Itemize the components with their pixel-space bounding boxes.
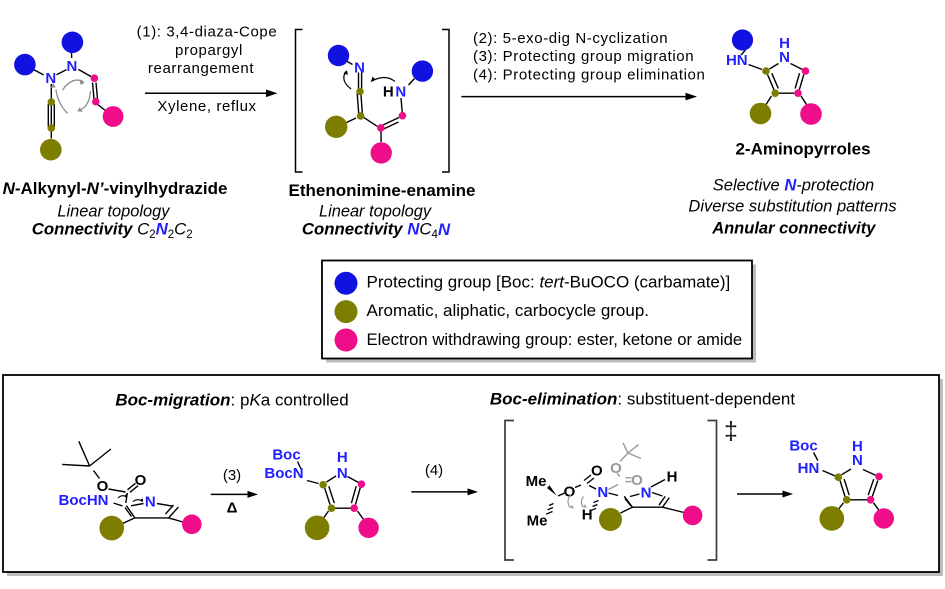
svg-text:Me: Me — [527, 513, 548, 530]
svg-text:propargyl: propargyl — [175, 42, 243, 59]
svg-text:Me: Me — [526, 473, 547, 490]
svg-text:Aromatic, aliphatic, carbocycl: Aromatic, aliphatic, carbocycle group. — [367, 301, 650, 320]
svg-text:O: O — [610, 460, 622, 477]
svg-text:N: N — [337, 465, 348, 482]
svg-text:BocN: BocN — [264, 465, 303, 482]
svg-text:(1): 3,4-diaza-Cope: (1): 3,4-diaza-Cope — [137, 24, 278, 41]
svg-text:O: O — [564, 484, 576, 501]
svg-text:H: H — [667, 469, 678, 486]
svg-text:Boc: Boc — [272, 447, 300, 464]
svg-text:Protecting group [Boc: tert-Bu: Protecting group [Boc: tert-BuOCO (carba… — [367, 273, 731, 292]
svg-text:HN: HN — [798, 460, 820, 477]
svg-text:N: N — [66, 58, 77, 75]
svg-text:N: N — [145, 494, 156, 511]
svg-text:O: O — [135, 472, 147, 489]
svg-text:HN: HN — [726, 52, 748, 69]
svg-text:Ethenonimine-enamine: Ethenonimine-enamine — [288, 181, 475, 200]
svg-text:H: H — [582, 507, 593, 524]
svg-text:O: O — [631, 472, 643, 489]
svg-text:Δ: Δ — [227, 500, 238, 517]
svg-text:H: H — [337, 449, 348, 466]
svg-text:rearrangement: rearrangement — [148, 60, 254, 77]
svg-text:N: N — [779, 49, 790, 66]
svg-text:Annular connectivity: Annular connectivity — [711, 219, 876, 237]
svg-text:N: N — [395, 84, 406, 101]
svg-text:2-Aminopyrroles: 2-Aminopyrroles — [735, 140, 870, 159]
svg-text:Connectivity NC4N: Connectivity NC4N — [302, 219, 451, 241]
svg-text:BocHN: BocHN — [58, 492, 108, 509]
svg-text:N: N — [354, 60, 365, 77]
svg-text:Boc-elimination: substituent-d: Boc-elimination: substituent-dependent — [490, 390, 795, 409]
svg-text:N: N — [852, 452, 863, 469]
svg-text:N-Alkynyl-N’-vinylhydrazide: N-Alkynyl-N’-vinylhydrazide — [3, 179, 228, 198]
svg-text:Selective N-protection: Selective N-protection — [713, 176, 874, 194]
svg-text:N: N — [45, 70, 56, 87]
svg-text:N: N — [597, 484, 608, 501]
svg-text:H: H — [383, 84, 394, 101]
svg-text:‡: ‡ — [724, 417, 738, 445]
svg-text:O: O — [591, 463, 603, 480]
svg-text:(4): (4) — [425, 462, 443, 479]
svg-text:(4): Protecting group eliminat: (4): Protecting group elimination — [473, 67, 705, 84]
svg-text:Linear topology: Linear topology — [57, 203, 171, 221]
svg-text:(3): (3) — [223, 467, 241, 484]
svg-text:(2): 5-exo-dig N-cyclization: (2): 5-exo-dig N-cyclization — [473, 30, 668, 47]
svg-text:Electron withdrawing group: es: Electron withdrawing group: ester, keton… — [367, 330, 743, 349]
svg-text:Boc: Boc — [789, 438, 817, 455]
svg-text:Linear topology: Linear topology — [319, 203, 433, 221]
svg-text:Xylene, reflux: Xylene, reflux — [157, 98, 256, 115]
svg-text:Diverse substitution patterns: Diverse substitution patterns — [688, 197, 896, 215]
svg-text:(3): Protecting group migratio: (3): Protecting group migration — [473, 48, 694, 65]
svg-text:Boc-migration: pKa controlled: Boc-migration: pKa controlled — [115, 391, 348, 410]
